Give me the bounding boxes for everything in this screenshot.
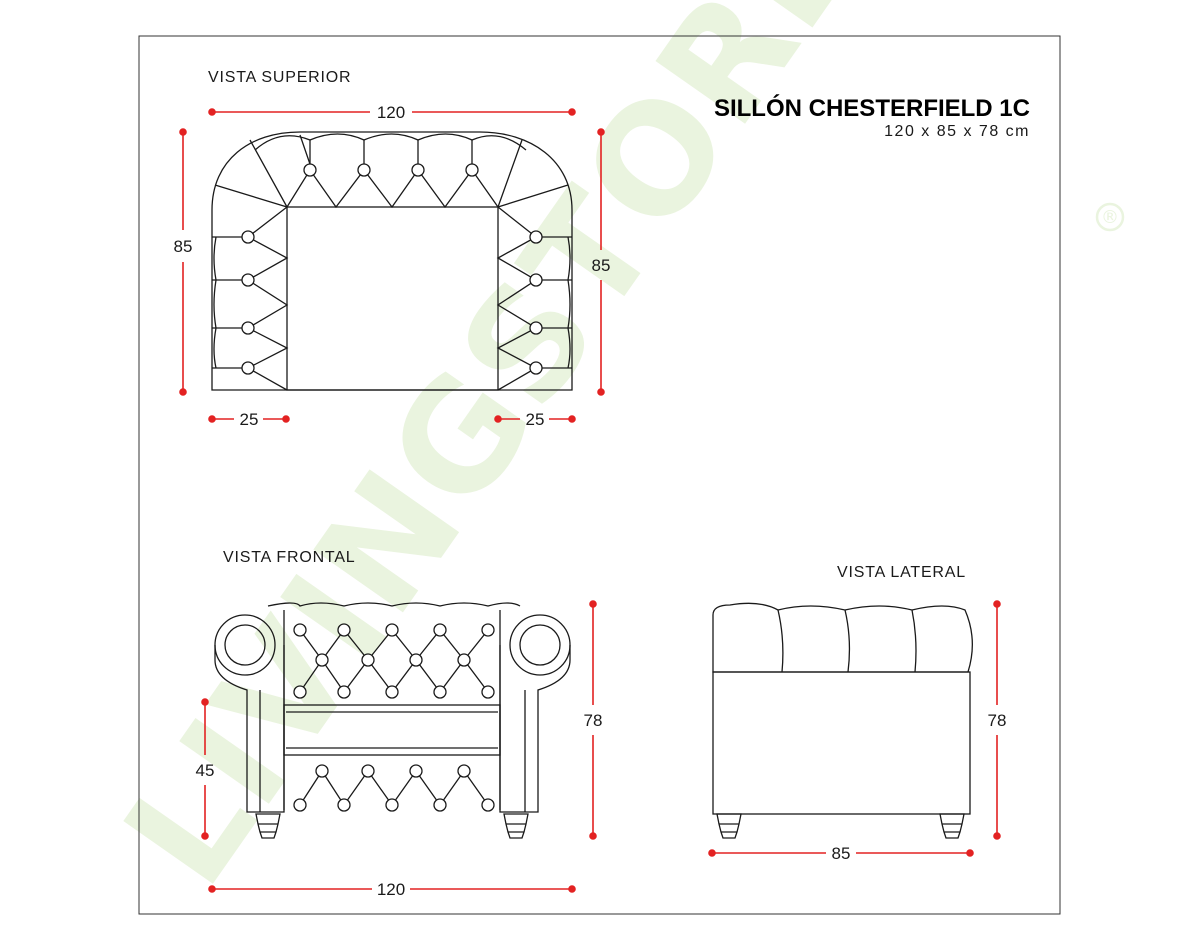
- label-front-view: VISTA FRONTAL: [223, 549, 356, 566]
- product-title: SILLÓN CHESTERFIELD 1C: [714, 94, 1030, 122]
- registered-mark-text: ®: [1101, 207, 1119, 228]
- dimension-lines: [179, 108, 1001, 893]
- dim-arm-right: 25: [526, 410, 545, 429]
- dim-side-height: 78: [988, 711, 1007, 730]
- dim-arm-left: 25: [240, 410, 259, 429]
- product-dimensions: 120 x 85 x 78 cm: [884, 123, 1030, 140]
- side-view-drawing: [712, 602, 973, 839]
- drawing-frame: [138, 35, 1061, 915]
- label-side-view: VISTA LATERAL: [837, 564, 966, 581]
- dim-top-depth-left: 85: [174, 237, 193, 256]
- dim-front-width: 120: [377, 880, 405, 899]
- top-view-drawing: [211, 131, 573, 391]
- dim-top-width: 120: [377, 103, 405, 122]
- dim-top-depth-right: 85: [592, 256, 611, 275]
- dim-seat-height: 45: [196, 761, 215, 780]
- front-view-drawing: [214, 602, 571, 839]
- label-top-view: VISTA SUPERIOR: [208, 69, 351, 86]
- dim-front-height: 78: [584, 711, 603, 730]
- registered-mark: ®: [1095, 202, 1125, 232]
- dim-side-depth: 85: [832, 844, 851, 863]
